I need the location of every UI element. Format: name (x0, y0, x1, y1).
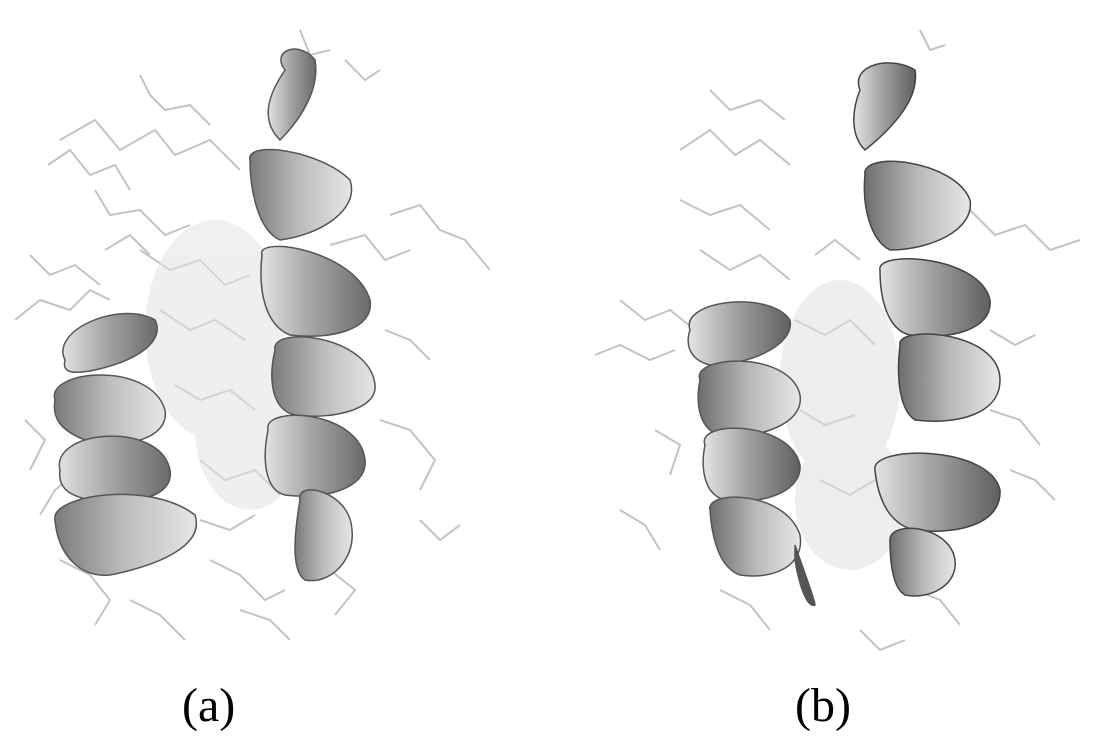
left-helix-ribbon (687, 301, 816, 606)
panel-label-a: (a) (182, 679, 236, 732)
panel-a: (a) (14, 29, 491, 732)
helix-bundle-image-a (14, 29, 491, 641)
hydrophobic-core (780, 280, 905, 570)
panel-label-b: (b) (795, 679, 851, 732)
right-helix-ribbon (853, 62, 1001, 597)
helix-bundle-image-b (594, 29, 1081, 652)
right-helix-ribbon (249, 48, 376, 582)
side-chain-sticks (14, 29, 491, 641)
left-helix-ribbon (53, 312, 198, 576)
panel-b: (b) (560, 0, 1107, 737)
